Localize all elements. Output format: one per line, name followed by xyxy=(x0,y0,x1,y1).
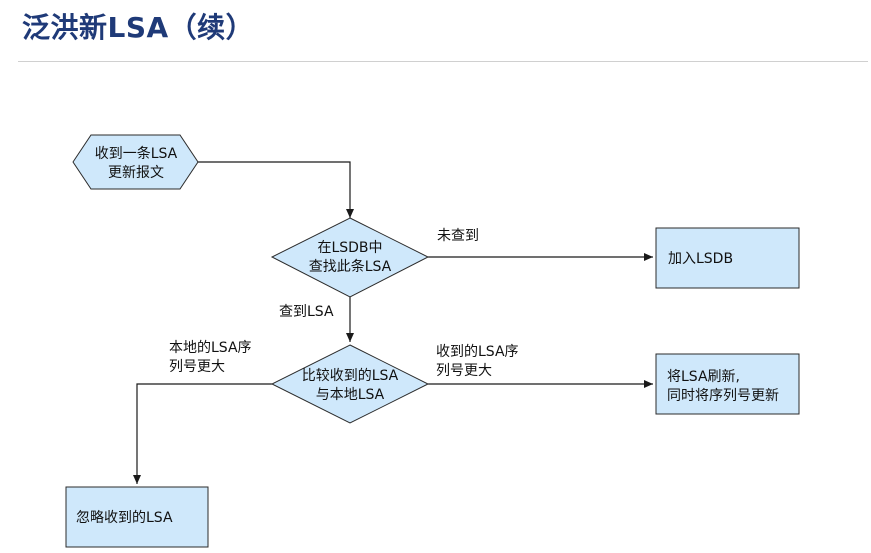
title-divider xyxy=(18,61,868,62)
node-compare-line-1: 比较收到的LSA xyxy=(302,368,399,384)
node-refresh-lsa: 将LSA刷新, 同时将序列号更新 xyxy=(655,353,800,415)
edge-label-local-greater-line-1: 本地的LSA序 xyxy=(169,340,252,356)
edge-label-found: 查到LSA xyxy=(279,304,334,320)
node-add-lsdb: 加入LSDB xyxy=(655,227,800,289)
node-lookup-lsdb: 在LSDB中 查找此条LSA xyxy=(270,217,430,298)
node-add-line-1: 加入LSDB xyxy=(668,251,733,267)
node-lookup-line-1: 在LSDB中 xyxy=(317,240,382,256)
node-receive-line-1: 收到一条LSA xyxy=(95,145,178,162)
node-ignore-line-1: 忽略收到的LSA xyxy=(76,510,173,526)
page-title: 泛洪新LSA（续） xyxy=(22,11,255,44)
node-receive-line-2: 更新报文 xyxy=(108,165,164,181)
edge-label-received-greater-line-1: 收到的LSA序 xyxy=(436,344,519,360)
edge-label-local-greater-line-2: 列号更大 xyxy=(169,359,225,375)
edge-label-not-found: 未查到 xyxy=(437,228,479,244)
node-lookup-line-2: 查找此条LSA xyxy=(309,258,392,275)
node-receive-lsa-update: 收到一条LSA 更新报文 xyxy=(72,134,199,190)
node-ignore-lsa: 忽略收到的LSA xyxy=(65,486,209,548)
edge-label-received-greater-line-2: 列号更大 xyxy=(436,363,492,379)
node-refresh-line-2: 同时将序列号更新 xyxy=(667,388,779,404)
edge-compare-to-ignore xyxy=(133,383,272,484)
node-refresh-line-1: 将LSA刷新, xyxy=(667,369,740,385)
node-compare-line-2: 与本地LSA xyxy=(316,387,385,403)
edge-receive-to-lookup xyxy=(198,161,354,218)
node-compare-lsa: 比较收到的LSA 与本地LSA xyxy=(270,344,430,424)
